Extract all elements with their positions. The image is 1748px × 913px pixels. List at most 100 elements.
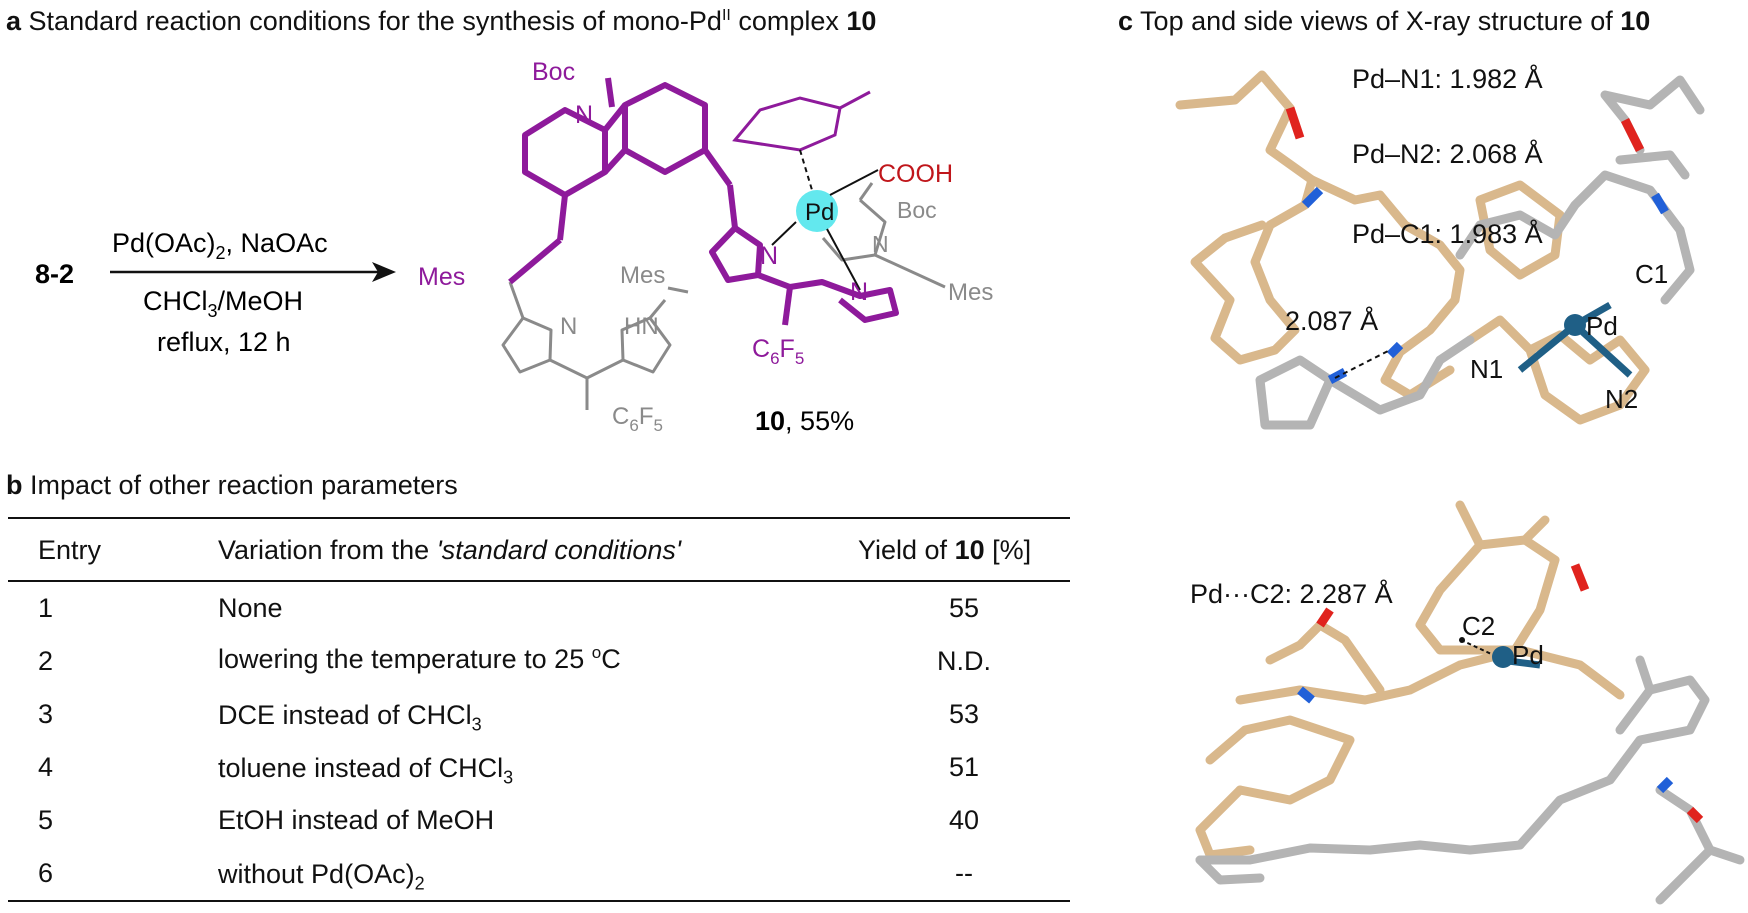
variation-header: Variation from the 'standard conditions' [218, 517, 858, 582]
xray-top-view: Pd–N1: 1.982 Å Pd–N2: 2.068 Å Pd–C1: 1.9… [1175, 63, 1705, 430]
yield-header-unit: [%] [984, 535, 1032, 565]
entry-header: Entry [8, 517, 218, 582]
boc-label-gray: Boc [897, 197, 937, 223]
oxygen-bond-side [1316, 607, 1334, 628]
n-label-pyrrole-1: N [760, 242, 778, 270]
oxygen-bond [1285, 106, 1305, 140]
variation-cell: without Pd(OAc)2 [218, 847, 858, 902]
pd-atom-label-top: Pd [1586, 311, 1618, 341]
nitrogen-nh [1386, 341, 1404, 359]
nitrogen-bond [1301, 186, 1324, 209]
table-row: 5 EtOH instead of MeOH 40 [8, 794, 1070, 847]
table-row: 2 lowering the temperature to 25 oC N.D. [8, 635, 1070, 688]
mes-label-middle: Mes [620, 262, 665, 289]
reactant-label: 8-2 [35, 259, 74, 289]
oxygen-bond-side-right [1570, 563, 1590, 592]
top-view-labels: Pd–N1: 1.982 Å Pd–N2: 2.068 Å Pd–C1: 1.9… [1285, 63, 1668, 414]
panel-a-label: a [6, 6, 22, 36]
pd-highlight [796, 190, 838, 232]
variation-cell: toluene instead of CHCl3 [218, 741, 858, 794]
entry-cell: 4 [38, 752, 54, 782]
structure-gray-part [501, 182, 946, 410]
panel-b-title: b Impact of other reaction parameters [6, 470, 458, 501]
entry-cell: 2 [38, 646, 54, 676]
variation-sup: o [591, 642, 602, 662]
variation-text: lowering the temperature to 25 [218, 643, 592, 674]
pd-n2-distance: Pd–N2: 2.068 Å [1352, 138, 1543, 169]
pd-n2-bond [826, 228, 861, 291]
panel-c-title-text: Top and side views of X-ray structure of [1140, 6, 1621, 36]
c6f5-label-gray: C6F5 [612, 403, 663, 435]
oxygen-bond-right [1620, 117, 1645, 153]
reaction-scheme: 8-2 Pd(OAc)2, NaOAc CHCl3/MeOH reflux, 1… [35, 58, 993, 436]
panel-b-label: b [6, 470, 23, 500]
variation-cell: DCE instead of CHCl3 [218, 688, 858, 741]
pd-n1-bond-3d [1517, 322, 1578, 373]
table-row: 6 without Pd(OAc)2 -- [8, 847, 1070, 902]
entry-cell: 6 [8, 847, 218, 902]
mesityl-ring-top [732, 90, 871, 152]
reaction-parameters-table: Entry Variation from the 'standard condi… [8, 517, 1070, 902]
hn-label: HN [624, 313, 659, 340]
pd-c-bond [829, 169, 879, 196]
panel-a-title-post: complex [730, 6, 847, 36]
pd-n2-bond-3d [1572, 322, 1633, 378]
variation-post: C [601, 643, 621, 674]
reagent-label: Pd(OAc)2, NaOAc [112, 228, 328, 263]
yield-header-bold: 10 [954, 535, 985, 565]
panel-a-title-bold: 10 [846, 6, 877, 36]
yield-cell: 51 [948, 752, 980, 782]
mes-label-left: Mes [418, 263, 465, 291]
nitrogen-bond-right [1651, 192, 1669, 215]
yield-header-text: Yield of [858, 535, 955, 565]
variation-header-italic: 'standard conditions' [436, 535, 682, 565]
variation-text: DCE instead of CHCl [218, 699, 472, 730]
entry-cell: 1 [38, 593, 54, 623]
top-view-bonds [1175, 70, 1705, 430]
panel-c-label: c [1118, 6, 1134, 36]
side-view-bonds [1195, 500, 1745, 905]
panel-b-title-text: Impact of other reaction parameters [30, 470, 458, 500]
table-header-row: Entry Variation from the 'standard condi… [8, 517, 1070, 582]
variation-sub: 3 [471, 714, 482, 735]
variation-text: toluene instead of CHCl [218, 752, 504, 783]
variation-cell: EtOH instead of MeOH [218, 794, 858, 847]
pd-n1-distance: Pd–N1: 1.982 Å [1352, 63, 1543, 94]
c1-atom-label: C1 [1635, 259, 1668, 289]
variation-text: EtOH instead of MeOH [218, 805, 495, 836]
panel-c-title: c Top and side views of X-ray structure … [1118, 6, 1650, 37]
variation-text: None [218, 593, 283, 624]
pd-c2-distance: Pd···C2: 2.287 Å [1190, 578, 1393, 609]
top-view-atoms [1285, 106, 1669, 384]
yield-cell: 53 [948, 699, 980, 729]
pd-c1-distance: Pd–C1: 1.983 Å [1352, 218, 1543, 249]
n2-atom-label: N2 [1605, 384, 1638, 414]
solvent-label: CHCl3/MeOH [143, 286, 303, 321]
panel-a-title-text: Standard reaction conditions for the syn… [28, 6, 722, 36]
pd-atom-side [1492, 646, 1514, 668]
entry-cell: 5 [38, 805, 54, 835]
yield-cell: N.D. [937, 646, 991, 676]
pd-atom-top [1564, 314, 1586, 336]
c6f5-label-purple: C6F5 [752, 335, 804, 368]
hbond-distance: 2.087 Å [1285, 305, 1378, 336]
arrow-head [372, 262, 396, 282]
panel-a-title: a Standard reaction conditions for the s… [6, 6, 876, 37]
table-row: 4 toluene instead of CHCl3 51 [8, 741, 1070, 794]
n-label-gray: N [872, 231, 889, 257]
side-view-atoms [1297, 563, 1704, 824]
variation-sub: 3 [503, 767, 514, 788]
pd-label: Pd [805, 199, 834, 226]
side-view-labels: Pd···C2: 2.287 Å C2 Pd [1190, 578, 1544, 670]
mes-label-right: Mes [948, 279, 993, 306]
variation-sub: 2 [414, 873, 425, 894]
n1-atom-label: N1 [1470, 354, 1503, 384]
variation-cell: lowering the temperature to 25 oC [218, 635, 858, 688]
cooh-label: COOH [878, 160, 953, 188]
table-row: 1 None 55 [8, 581, 1070, 635]
boc-label-purple: Boc [532, 58, 575, 86]
yield-cell: 40 [948, 805, 980, 835]
oxygen-bond-side-lower [1686, 806, 1704, 824]
pd-atom-label-side: Pd [1512, 640, 1544, 670]
variation-text: without Pd(OAc) [218, 858, 415, 889]
